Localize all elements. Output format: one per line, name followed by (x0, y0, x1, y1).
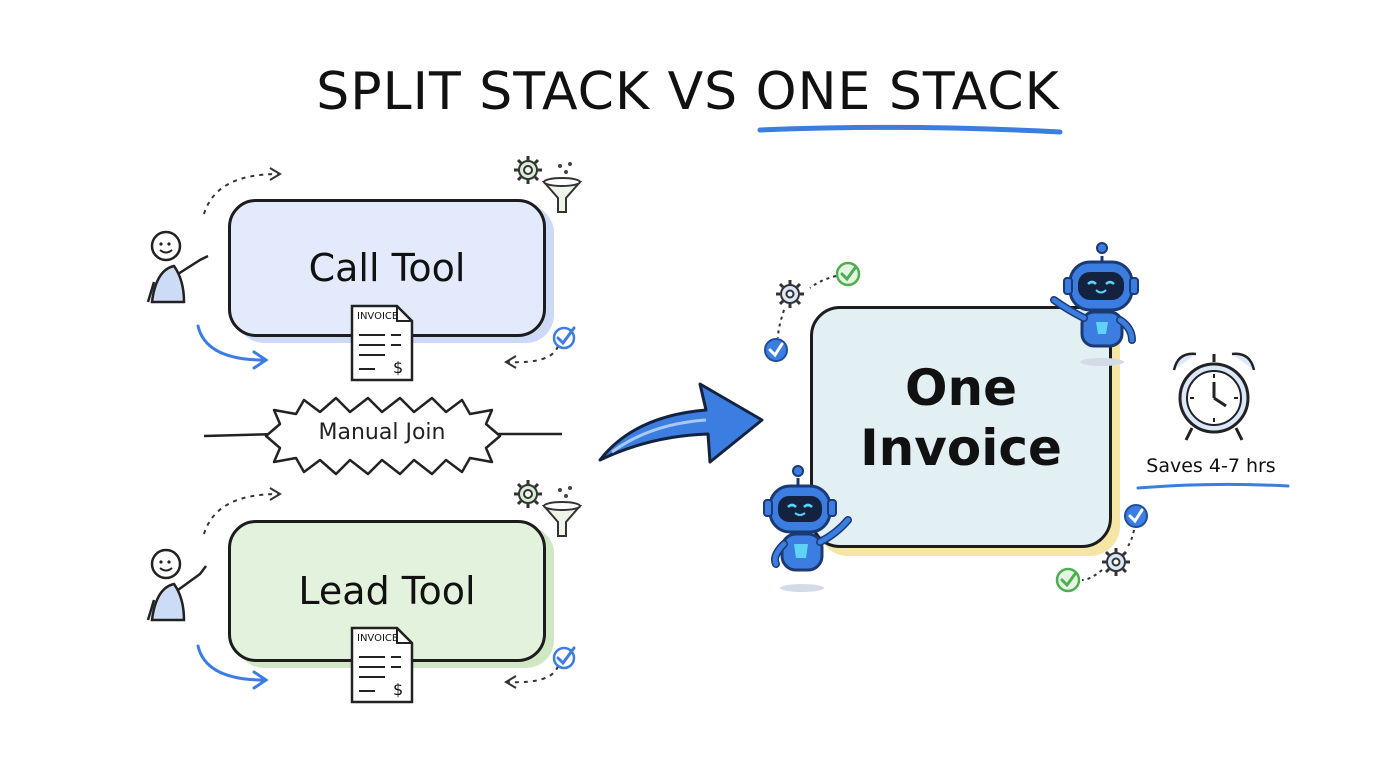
funnel-icon (541, 162, 583, 213)
one-invoice-box (810, 306, 1112, 548)
title-underline (757, 124, 1063, 135)
robot-icon (1050, 242, 1139, 366)
one-invoice-label: One Invoice (810, 358, 1112, 478)
manual-join-label: Manual Join (318, 420, 446, 445)
one-invoice-line2: Invoice (860, 419, 1062, 477)
invoice-icon: INVOICE $ (349, 625, 415, 705)
invoice-icon: INVOICE $ (349, 303, 415, 383)
check-icon (504, 646, 576, 689)
manual-join-burst (203, 396, 562, 476)
gear-icon (514, 480, 542, 508)
person-icon (146, 230, 209, 304)
lead-tool-label: Lead Tool (298, 569, 476, 613)
invoice-label: INVOICE (357, 311, 399, 322)
invoice-label: INVOICE (357, 633, 399, 644)
savings-underline (1136, 482, 1290, 490)
gear-check-chain-icon (1055, 504, 1148, 593)
check-icon (504, 326, 576, 369)
curved-arrow-icon (196, 324, 269, 370)
diagram-title: SPLIT STACK VS ONE STACK (316, 62, 1060, 122)
dotted-arrow-icon (203, 167, 282, 215)
call-tool-label: Call Tool (308, 246, 466, 290)
funnel-icon (541, 486, 583, 537)
gear-check-chain-icon (764, 261, 861, 362)
big-arrow-icon (598, 382, 764, 464)
person-icon (146, 548, 207, 622)
alarm-clock-icon (1172, 352, 1256, 441)
one-invoice-line1: One (904, 359, 1017, 417)
savings-label: Saves 4-7 hrs (1146, 455, 1276, 477)
currency-symbol: $ (393, 680, 404, 699)
call-tool-box: Call Tool (228, 199, 546, 337)
robot-icon (763, 465, 852, 592)
dotted-arrow-icon (203, 487, 282, 535)
gear-icon (514, 156, 542, 184)
curved-arrow-icon (196, 644, 269, 690)
currency-symbol: $ (393, 358, 404, 377)
